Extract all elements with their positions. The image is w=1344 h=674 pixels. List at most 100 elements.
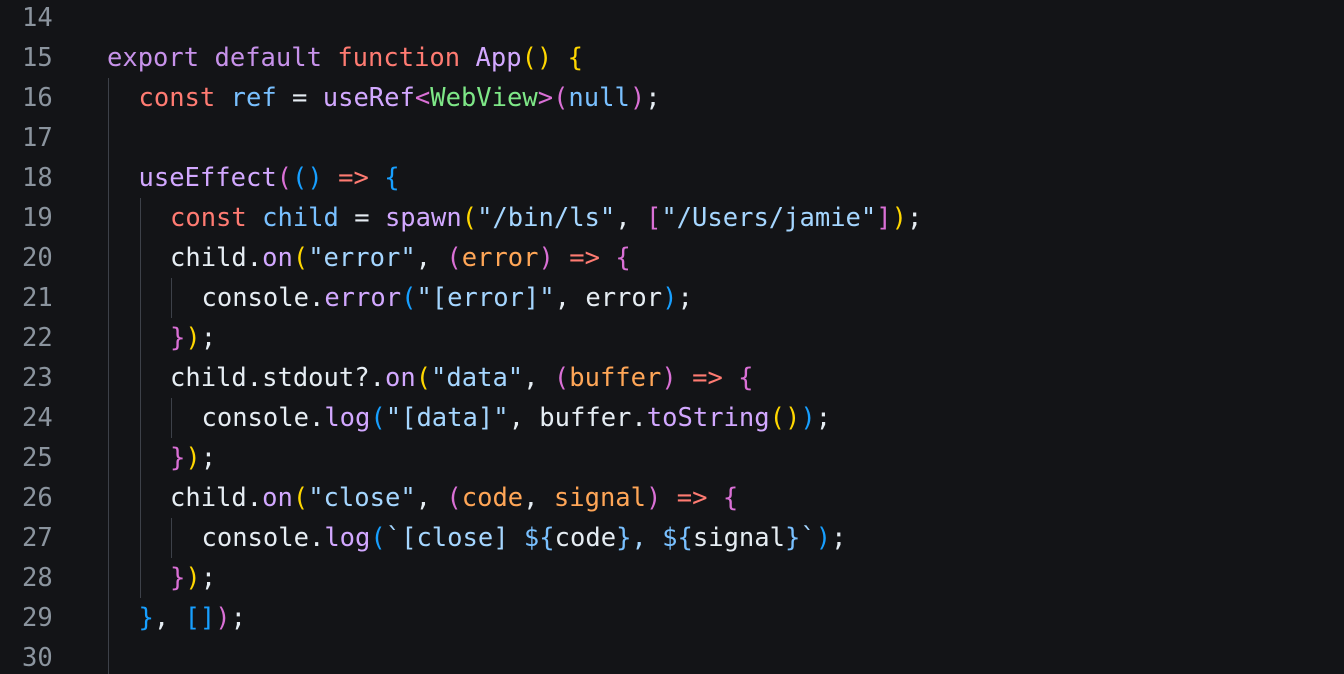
line-number: 14 [22,3,53,33]
code-token: ( [370,403,386,433]
code-token: child [170,363,247,393]
indent-guide [139,558,141,598]
indent-guide [108,518,109,558]
code-token: { [738,363,754,393]
code-token [677,363,692,393]
code-token: ) [185,563,201,593]
indent-guide [139,518,141,558]
code-token: null [568,83,630,113]
code-token: } [170,323,186,353]
code-token: buffer [539,403,632,433]
code-token: "error" [308,243,416,273]
code-token: () [292,163,323,193]
code-token: , [554,283,586,313]
code-line[interactable]: 22}); [0,318,1344,358]
line-number: 24 [22,403,53,433]
code-token [215,83,230,113]
code-line[interactable]: 19 const child = spawn("/bin/ls", ["/User… [0,198,1344,238]
code-token [554,243,569,273]
code-token: console [201,283,309,313]
line-number: 22 [22,323,53,353]
line-number: 18 [22,163,53,193]
code-token: ?. [354,363,385,393]
code-token: ) [891,203,907,233]
line-number: 19 [22,203,53,233]
code-token: => [338,163,369,193]
code-token: } [170,563,186,593]
code-token: ( [401,283,417,313]
code-token: code [554,523,617,553]
code-token: default [214,43,322,73]
code-token: "[error]" [416,283,555,313]
code-token: } [784,523,801,553]
code-token: "/bin/ls" [477,203,616,233]
code-line[interactable]: 29}, []); [0,598,1344,638]
code-token: ; [230,603,247,633]
code-line[interactable]: 18 useEffect(() => { [0,158,1344,198]
code-token: log [324,403,371,433]
code-line[interactable]: 30 [0,638,1344,674]
code-token: ) [215,603,231,633]
line-number: 17 [22,123,53,153]
code-token: => [569,243,600,273]
code-token: ` [800,523,816,553]
code-token: ( [292,483,309,513]
code-token: ; [831,523,847,553]
code-token: , [523,363,554,393]
indent-guide [171,398,172,438]
code-token: { [615,243,631,273]
code-token: ( [370,523,386,553]
code-token: , [523,483,554,513]
code-token: ${ [662,523,693,553]
indent-guide [108,158,109,198]
code-line[interactable]: 14 [0,0,1344,38]
line-code: }); [170,318,216,358]
line-code: console.log(`[close] ${code}, ${signal}`… [202,518,847,558]
code-token: log [324,523,371,553]
line-number: 16 [22,83,53,113]
code-token: function [337,43,461,73]
code-token [247,203,262,233]
code-line[interactable]: 17 [0,118,1344,158]
line-number: 21 [22,283,53,313]
code-line[interactable]: 25}); [0,438,1344,478]
code-token: const [170,203,247,233]
code-token: = [338,203,385,233]
code-token: () [521,43,553,73]
indent-guide [108,78,109,118]
line-code: const child = spawn("/bin/ls", ["/Users/… [170,198,922,238]
indent-guide [139,198,141,238]
code-token: , [415,483,447,513]
code-token: error [585,283,663,313]
code-token: () [769,403,801,433]
indent-guide [139,318,141,358]
code-line[interactable]: 28}); [0,558,1344,598]
line-number: 20 [22,243,53,273]
line-code: export default function App() { [107,38,583,78]
indent-guide [139,438,141,478]
code-line[interactable]: 20 child.on("error", (error) => { [0,238,1344,278]
indent-guide [108,638,109,674]
line-code: child.on("close", (code, signal) => { [170,478,738,518]
code-token: > [537,83,554,113]
code-token: , [153,603,185,633]
code-token: [ [645,203,662,233]
code-token: on [384,363,416,393]
code-token: => [692,363,723,393]
line-code: child.on("error", (error) => { [170,238,631,278]
code-token: ; [645,83,661,113]
code-token: , [508,403,540,433]
indent-guide [108,438,109,478]
line-code: useEffect(() => { [139,158,400,198]
line-number: 29 [22,603,53,633]
code-token [199,43,214,73]
indent-guide [139,358,141,398]
